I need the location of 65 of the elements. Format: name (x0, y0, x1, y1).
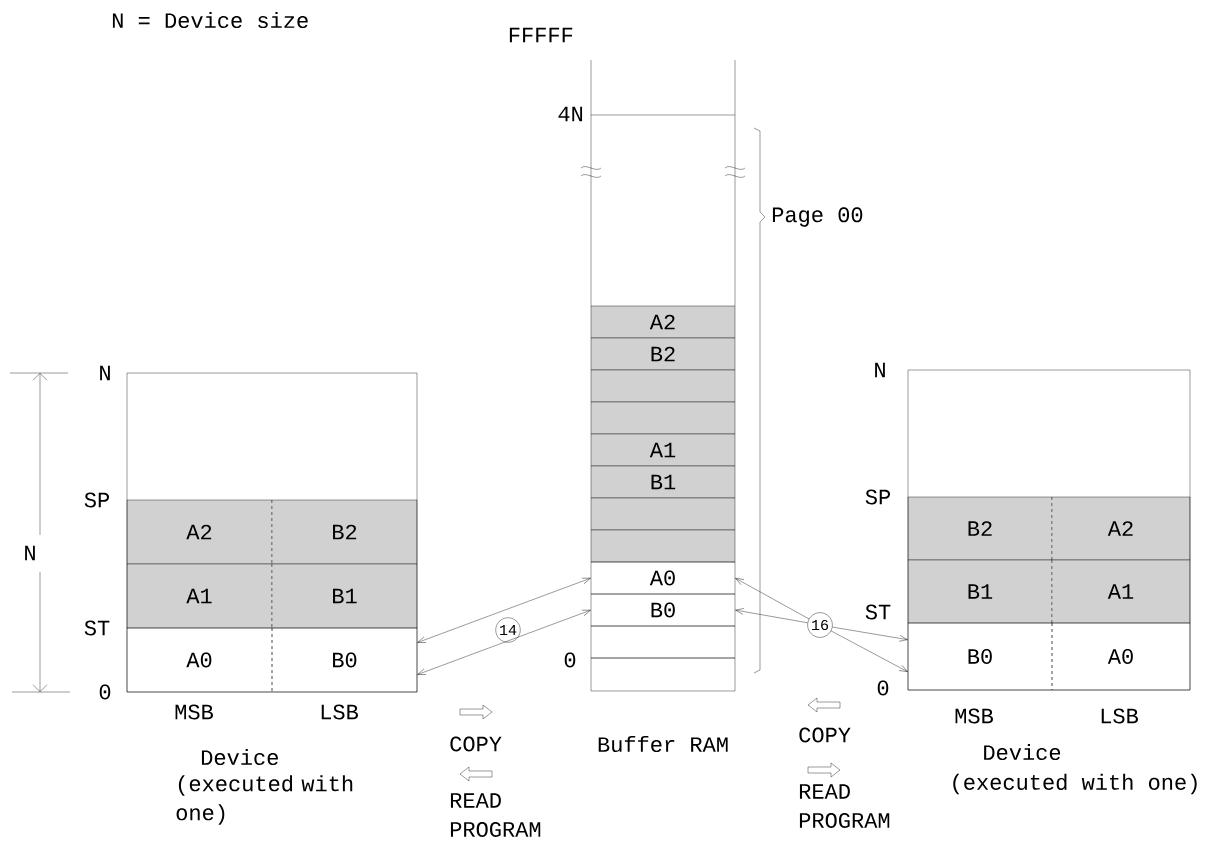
memory-cell (590, 529, 736, 563)
address-label: ST (865, 604, 891, 620)
device-caption: Device (201, 748, 278, 766)
address-label: ST (84, 620, 110, 636)
node-label: B2 (968, 521, 992, 536)
node-label: A2 (186, 524, 212, 540)
byte-label: LSB (1101, 708, 1138, 724)
memory-cell: B0 (907, 622, 1053, 691)
memory-cell: B1 (271, 563, 418, 629)
memory-cell: A2 (126, 499, 273, 565)
callout-number: 16 (807, 612, 833, 638)
memory-cell: A1 (126, 563, 273, 629)
memory-cell: B1 (907, 559, 1053, 624)
memory-cell (590, 497, 736, 531)
arrow (830, 630, 908, 672)
memory-cell: B0 (271, 627, 418, 693)
memory-cell (590, 625, 736, 659)
memory-cell: A1 (1051, 559, 1191, 624)
memory-cell: B2 (590, 337, 736, 371)
dimension-label: N (25, 545, 35, 561)
memory-cell (590, 657, 736, 692)
node-label: A1 (186, 588, 212, 604)
arrow (417, 577, 591, 643)
address-label: 0 (877, 680, 889, 696)
address-label: 0 (564, 652, 576, 668)
column-caption: Buffer RAM (598, 735, 728, 753)
note: N = Device size (112, 11, 308, 29)
byte-label: MSB (955, 708, 993, 724)
arrow (417, 609, 591, 675)
node-label: B2 (333, 524, 357, 540)
arrow (735, 608, 808, 624)
byte-label: LSB (321, 704, 358, 720)
node-label: B1 (968, 584, 993, 599)
address-label: 4N (558, 106, 583, 122)
memory-cell (590, 369, 736, 403)
memory-cell: A2 (1051, 496, 1191, 561)
device-caption: (executed with one) (953, 773, 1197, 795)
memory-cell: A1 (590, 433, 736, 467)
memory-cell: A0 (126, 627, 273, 693)
byte-label: MSB (175, 704, 213, 720)
memory-cell: B1 (590, 465, 736, 499)
memory-cell: B0 (590, 593, 736, 627)
node-label: A2 (1107, 521, 1133, 536)
memory-cell: A0 (1051, 622, 1191, 691)
arrow (735, 578, 810, 620)
callout-number: 14 (495, 617, 521, 643)
brace-label: Page 00 (772, 207, 863, 227)
address-label: N (100, 365, 110, 381)
memory-cell (590, 401, 736, 435)
direction-label: COPY (799, 727, 851, 743)
device-caption: Device (984, 743, 1061, 761)
memory-cell: A2 (590, 305, 736, 339)
direction-label: COPY (450, 736, 502, 752)
memory-cell: A0 (590, 561, 736, 595)
address-label: 0 (99, 684, 111, 700)
direction-label: READ PROGRAM (450, 793, 541, 837)
arrow (832, 626, 908, 642)
direction-label: READ PROGRAM (799, 784, 890, 828)
address-label: N (875, 362, 885, 378)
address-label: SP (865, 489, 891, 505)
address-label: FFFFF (509, 27, 573, 43)
device-caption: (executed with one) (176, 775, 353, 825)
memory-cell: B2 (907, 496, 1053, 561)
address-label: SP (84, 492, 110, 508)
memory-cell: B2 (271, 499, 418, 565)
